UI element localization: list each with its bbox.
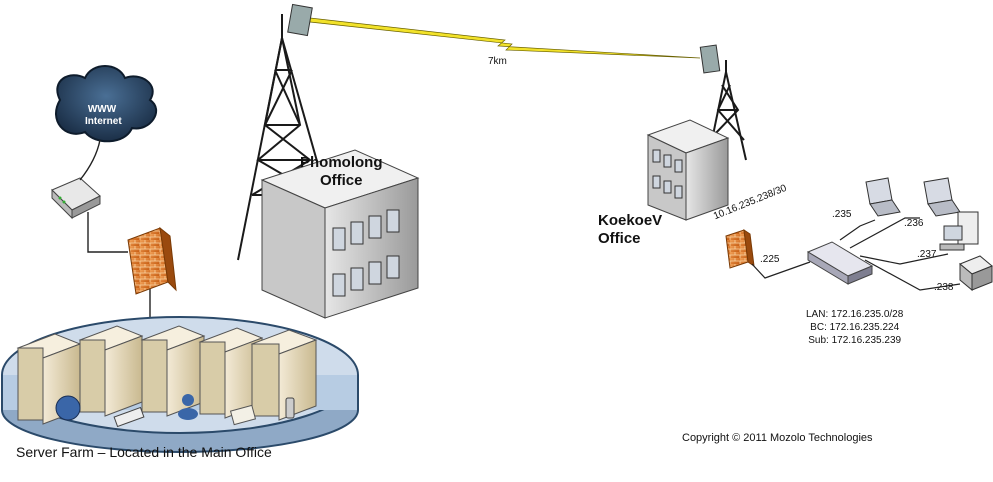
wireless-link-bolt — [309, 17, 701, 59]
globe-icon — [55, 395, 81, 421]
desktop-pc-icon — [939, 211, 979, 251]
phomolong-label-line1: Phomolong — [300, 154, 383, 171]
server-rack-3 — [140, 325, 206, 417]
server-farm-label: Server Farm – Located in the Main Office — [16, 444, 272, 460]
copyright-text: Copyright © 2011 Mozolo Technologies — [682, 432, 873, 444]
sub-info: Sub: 172.16.235.239 — [808, 335, 902, 346]
phomolong-label-line2: Office — [319, 172, 363, 189]
remote-radio-tower — [711, 60, 747, 161]
main-firewall-icon — [127, 226, 177, 295]
distance-label: 7km — [488, 56, 507, 67]
koekoev-label-line1: KoekoeV — [598, 212, 663, 229]
pc-ip-label: .237 — [917, 249, 937, 260]
remote-firewall-icon — [725, 228, 755, 269]
keyboard-icon — [113, 406, 145, 428]
main-antenna-icon — [287, 3, 313, 37]
cloud-label-line2: Internet — [85, 116, 122, 127]
internet-cloud-icon — [55, 65, 158, 143]
remote-antenna-icon — [699, 44, 721, 74]
envelope-icon — [229, 404, 257, 426]
server-rack-2 — [78, 325, 144, 417]
laptop-icon-1 — [865, 177, 901, 217]
cloud-label-line1: WWW — [87, 104, 117, 115]
phomolong-label: Phomolong Office — [300, 154, 383, 190]
network-switch-icon — [806, 241, 874, 285]
printer-icon — [959, 255, 993, 292]
left-cabling — [79, 139, 151, 318]
laptop2-ip-label: .236 — [904, 218, 924, 229]
cloud-label: WWW Internet — [85, 104, 122, 128]
bc-info: BC: 172.16.235.224 — [810, 322, 900, 333]
printer-ip-label: .238 — [934, 282, 954, 293]
network-info: LAN: 172.16.235.0/28 BC: 172.16.235.224 … — [806, 308, 903, 347]
user-icon — [178, 394, 198, 420]
server-rack-1 — [16, 333, 82, 425]
koekoev-building — [646, 119, 730, 221]
lan-info: LAN: 172.16.235.0/28 — [806, 309, 904, 320]
koekoev-label: KoekoeV Office — [598, 212, 662, 248]
phomolong-building — [260, 149, 420, 319]
phone-icon — [285, 397, 295, 419]
router-ip-label: .225 — [760, 254, 780, 265]
modem-icon — [51, 177, 101, 220]
laptop-icon-2 — [923, 177, 961, 217]
right-cabling — [751, 217, 961, 291]
server-rack-5 — [250, 329, 318, 421]
koekoev-label-line2: Office — [598, 230, 641, 247]
laptop1-ip-label: .235 — [832, 209, 852, 220]
